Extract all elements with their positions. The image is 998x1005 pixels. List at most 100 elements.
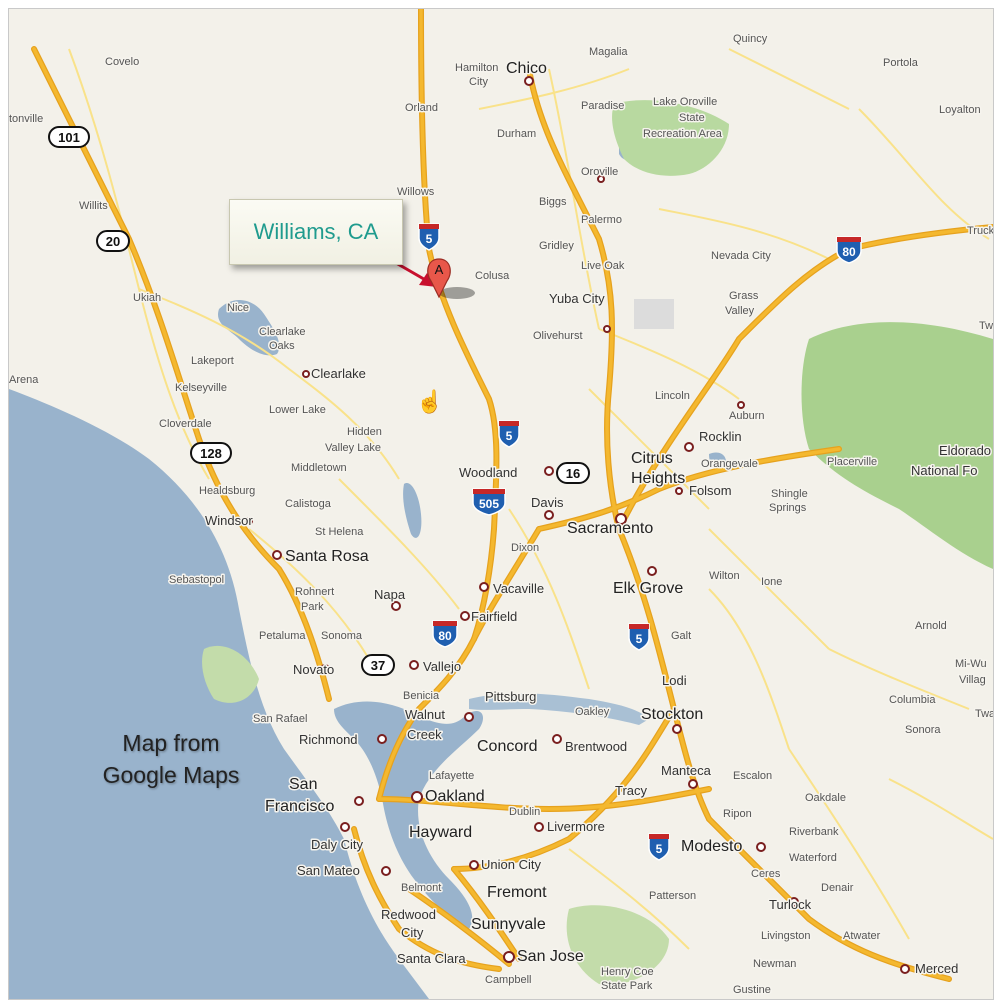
- label: Windsor: [205, 513, 253, 528]
- label: Redwood: [381, 907, 436, 922]
- svg-text:101: 101: [58, 130, 80, 145]
- label: Orangevale: [701, 458, 758, 470]
- label: Creek: [407, 727, 442, 742]
- label: Paradise: [581, 100, 624, 112]
- label: Vallejo: [423, 659, 461, 674]
- minor-roads: [68, 48, 993, 950]
- label: Sacramento: [567, 520, 653, 537]
- label: Escalon: [733, 770, 772, 782]
- route-shield: 16: [556, 462, 590, 484]
- interstate-shield: 505: [472, 488, 506, 516]
- label: Citrus: [631, 450, 673, 467]
- svg-text:37: 37: [371, 658, 385, 673]
- label: Shingle: [771, 488, 808, 500]
- label: Fairfield: [471, 609, 517, 624]
- label: Patterson: [649, 890, 696, 902]
- label: Santa Rosa: [285, 548, 369, 565]
- labels-medium: Yuba City Clearlake Novato Richmond San …: [132, 32, 994, 968]
- label: Ukiah: [133, 292, 161, 304]
- label: Cloverdale: [159, 418, 212, 430]
- callout-text: Williams, CA: [253, 219, 379, 244]
- label: Calistoga: [285, 498, 332, 510]
- map-credit: Map from Google Maps: [81, 727, 261, 791]
- label: Belmont: [401, 882, 441, 894]
- label: Gustine: [733, 984, 771, 996]
- label: Wilton: [709, 570, 740, 582]
- label: Covelo: [105, 56, 139, 68]
- label: Heights: [631, 470, 685, 487]
- urban-area: [634, 299, 674, 329]
- label: Eldorado: [939, 443, 991, 458]
- eldorado-forest: [801, 322, 993, 569]
- label: Recreation Area: [643, 128, 723, 140]
- svg-text:5: 5: [656, 842, 663, 856]
- interstate-shield: 5: [418, 223, 440, 251]
- interstate-shield: 5: [498, 420, 520, 448]
- marker-letter: A: [435, 262, 444, 277]
- label: Olivehurst: [533, 330, 583, 342]
- labels-major: Chico Sacramento Santa Rosa Stockton Oak…: [264, 59, 960, 978]
- lake-berryessa: [403, 483, 422, 538]
- label: Oroville: [581, 166, 618, 178]
- label: Healdsburg: [199, 485, 255, 497]
- label: Truck: [967, 225, 993, 237]
- label: Ripon: [723, 808, 752, 820]
- forest-patch-west: [202, 645, 259, 703]
- interstate-shield: 80: [836, 236, 862, 264]
- label: Nice: [227, 302, 249, 314]
- label: Riverbank: [789, 826, 839, 838]
- route-shield: 37: [361, 654, 395, 676]
- map-svg: 5 5 505 80 80 5 5 101 20 128 16 37 Chico…: [9, 9, 993, 999]
- label: San Rafael: [253, 713, 307, 725]
- labels-small: Covelo Willits tonville Orland Hamilton …: [9, 55, 993, 998]
- location-marker[interactable]: A: [427, 258, 475, 299]
- label: Valley Lake: [325, 442, 381, 454]
- route-shield: 128: [190, 442, 232, 464]
- label: Colusa: [475, 270, 510, 282]
- label: Brentwood: [565, 739, 627, 754]
- label: Mi-Wu: [955, 658, 987, 670]
- label: tonville: [9, 113, 43, 125]
- label: Union City: [481, 857, 541, 872]
- label: Stockton: [641, 706, 703, 723]
- svg-text:5: 5: [636, 632, 643, 646]
- san-francisco-bay: [334, 701, 484, 929]
- label: Sebastopol: [169, 574, 224, 586]
- label: Dixon: [511, 542, 539, 554]
- label: Chico: [506, 60, 547, 77]
- label: Orland: [405, 102, 438, 114]
- svg-text:20: 20: [106, 234, 120, 249]
- interstate-shield: 5: [628, 623, 650, 651]
- label: City: [469, 76, 488, 88]
- label: Clearlake: [311, 366, 366, 381]
- label: Willits: [79, 200, 108, 212]
- label: Lincoln: [655, 390, 690, 402]
- label: Merced: [915, 961, 958, 976]
- label: Davis: [531, 495, 564, 510]
- credit-line-1: Map from: [122, 730, 220, 756]
- svg-text:80: 80: [438, 629, 452, 643]
- label: Villag: [959, 674, 986, 686]
- city-dots: [245, 76, 910, 974]
- label: Atwater: [843, 930, 881, 942]
- label: National Fo: [911, 463, 977, 478]
- label: Clearlake: [259, 326, 305, 338]
- hand-pan-icon: ☝: [416, 389, 444, 414]
- label: Oakley: [575, 706, 610, 718]
- route-shield: 101: [48, 126, 90, 148]
- label: Manteca: [661, 763, 712, 778]
- label: Turlock: [769, 897, 812, 912]
- label: State Park: [601, 980, 653, 992]
- label: Hidden: [347, 426, 382, 438]
- svg-text:5: 5: [426, 232, 433, 246]
- label: Sonoma: [321, 630, 363, 642]
- lake-oroville-park: [612, 100, 729, 176]
- label: Fremont: [487, 884, 547, 901]
- williams-callout: Williams, CA: [229, 199, 403, 265]
- label: Quincy: [733, 33, 768, 45]
- map-canvas[interactable]: 5 5 505 80 80 5 5 101 20 128 16 37 Chico…: [8, 8, 994, 1000]
- label: Concord: [477, 738, 537, 755]
- label: Newman: [753, 958, 796, 970]
- label: San: [289, 776, 317, 793]
- label: Ceres: [751, 868, 781, 880]
